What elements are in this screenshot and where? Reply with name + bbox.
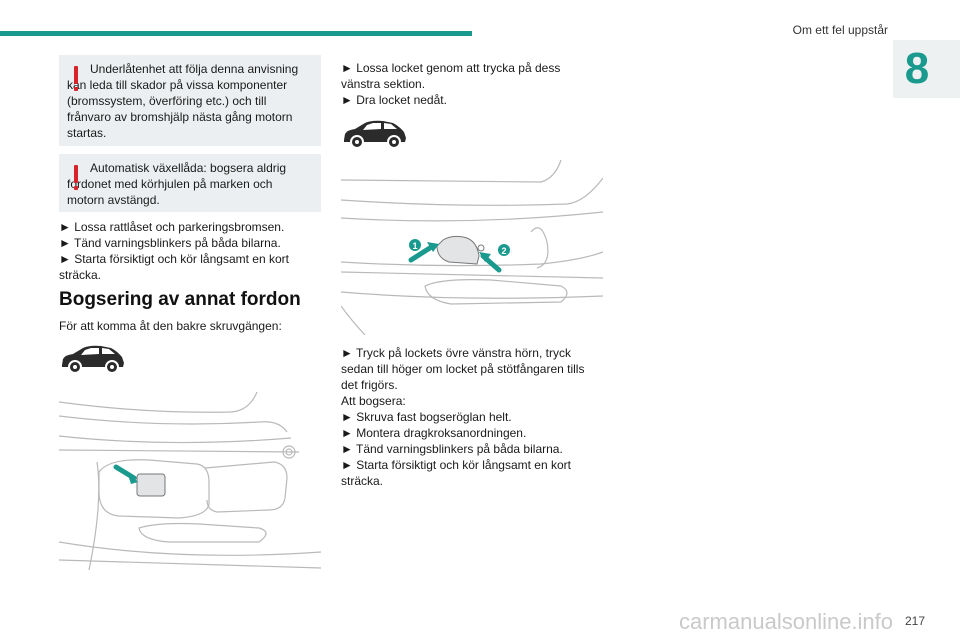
header-accent-bar (0, 31, 472, 36)
car-icon (62, 345, 124, 374)
page-number: 217 (905, 614, 926, 628)
tow-cover-illustration: 1 2 (341, 160, 603, 335)
rear-bumper-illustration (59, 392, 321, 570)
warning-exclamation-icon (73, 165, 79, 191)
step: ► Tryck på lockets övre vänstra hörn, tr… (341, 346, 585, 392)
badge-2: 2 (501, 246, 506, 256)
step: ► Dra locket nedåt. (341, 93, 447, 107)
chapter-title: Om ett fel uppstår (792, 23, 888, 37)
warning-text-2: Automatisk växellåda: bogsera aldrig for… (67, 161, 287, 207)
right-steps-top: ► Lossa locket genom att trycka på dess … (341, 60, 591, 108)
warning-box-1: Underlåtenhet att följa denna anvisning … (59, 55, 321, 146)
step: ► Skruva fast bogseröglan helt. (341, 410, 512, 424)
section-heading: Bogsering av annat fordon (59, 289, 301, 310)
left-steps: ► Lossa rattlåset och parkeringsbromsen.… (59, 219, 299, 283)
badge-1: 1 (412, 241, 417, 251)
watermark: carmanualsonline.info (679, 609, 894, 634)
chapter-tab: 8 (893, 40, 960, 98)
step: ► Tänd varningsblinkers på båda bilarna. (341, 442, 563, 456)
step: ► Starta försiktigt och kör långsamt en … (59, 252, 289, 282)
step: ► Lossa locket genom att trycka på dess … (341, 61, 561, 91)
step: ► Tänd varningsblinkers på båda bilarna. (59, 236, 281, 250)
chapter-number: 8 (904, 44, 930, 93)
warning-box-2: Automatisk växellåda: bogsera aldrig for… (59, 154, 321, 212)
paragraph: Att bogsera: (341, 394, 406, 408)
step: ► Montera dragkroksanordningen. (341, 426, 527, 440)
right-steps-bottom: ► Tryck på lockets övre vänstra hörn, tr… (341, 345, 593, 489)
section-intro: För att komma åt den bakre skruvgängen: (59, 319, 282, 333)
car-icon (344, 120, 406, 149)
step: ► Lossa rattlåset och parkeringsbromsen. (59, 220, 285, 234)
warning-text-1: Underlåtenhet att följa denna anvisning … (67, 62, 299, 140)
warning-exclamation-icon (73, 66, 79, 92)
step: ► Starta försiktigt och kör långsamt en … (341, 458, 571, 488)
